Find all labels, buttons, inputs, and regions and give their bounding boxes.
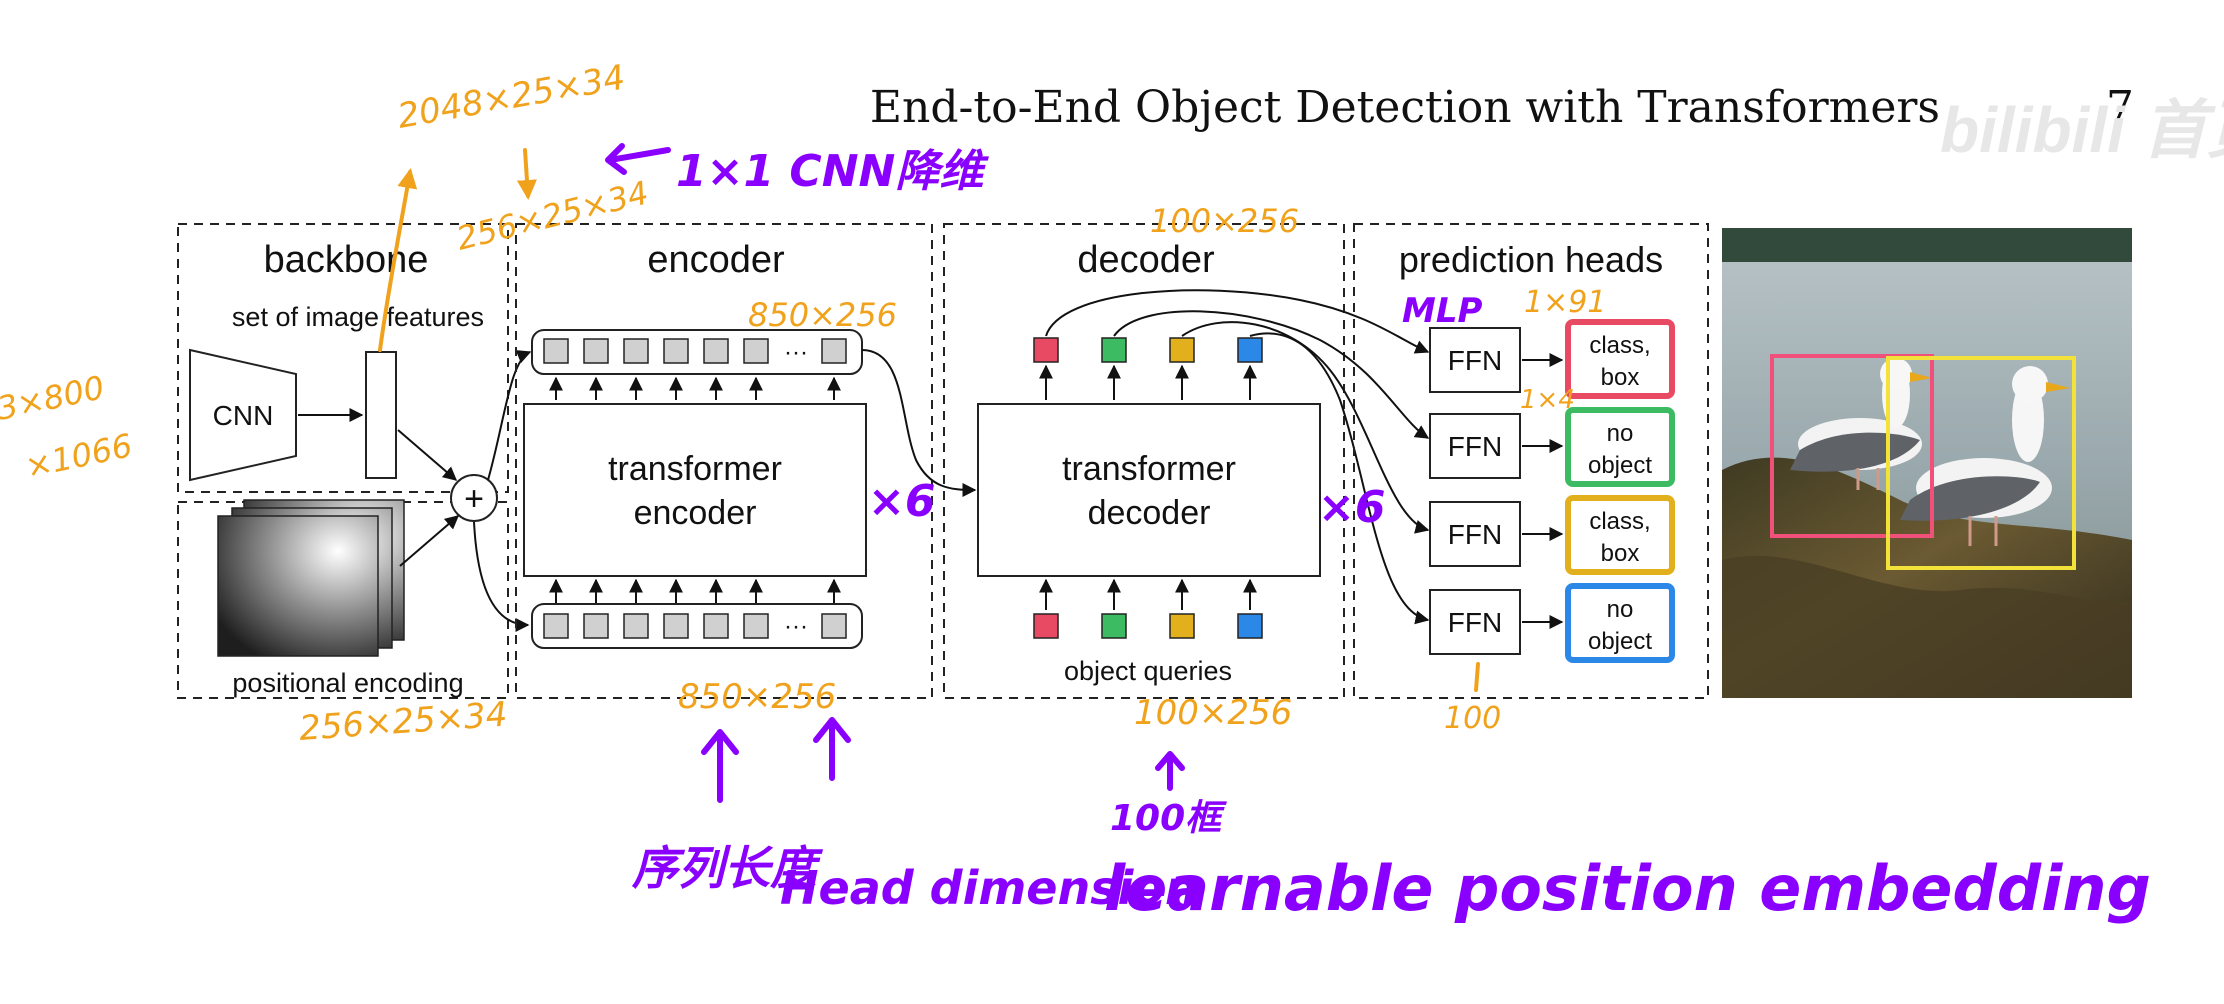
features-label: set of image features — [232, 302, 484, 332]
plus-sign: + — [464, 480, 484, 518]
feature-to-plus-arrow — [397, 429, 458, 481]
seagull-photo — [1722, 228, 2132, 698]
anno-dec-bottom: 100×256 — [1134, 693, 1292, 733]
encoder-top-row — [531, 329, 863, 375]
output-boxes — [1565, 319, 1675, 663]
anno-x6-dec: ×6 — [1318, 482, 1385, 533]
anno-seq-len: 序列长度 — [631, 841, 824, 895]
output-2-line1: no — [1607, 420, 1634, 447]
anno-input-2: ×1066 — [22, 426, 136, 486]
output-4-line1: no — [1607, 596, 1634, 623]
encoder-bottom-ellipsis: ··· — [784, 613, 808, 640]
decoder-arrows — [1039, 364, 1257, 610]
heads-box — [1353, 223, 1709, 699]
ffn-label-2: FFN — [1448, 431, 1502, 462]
plus-to-top-row — [487, 350, 532, 481]
output-4-line2: object — [1588, 628, 1652, 655]
anno-x6-enc: ×6 — [868, 476, 935, 527]
anno-count: 100 — [1444, 701, 1501, 736]
transformer-decoder-block — [977, 403, 1321, 577]
encoder-bottom-tokens — [543, 613, 847, 639]
anno-arrow-hundred — [1155, 751, 1185, 791]
output-1-line1: class, — [1589, 332, 1650, 359]
anno-arrow-seq — [701, 729, 739, 803]
encoder-box — [515, 223, 933, 699]
backbone-box — [177, 223, 509, 493]
decoder-output-tokens — [1033, 337, 1263, 363]
decoder-block-line1: transformer — [1062, 450, 1236, 488]
anno-dec-top: 100×256 — [1150, 202, 1299, 240]
encoder-top-ellipsis: ··· — [784, 339, 808, 366]
anno-pos: 256×25×34 — [298, 695, 509, 749]
pos-layer-1 — [217, 515, 379, 657]
anno-cls: 1×91 — [1524, 285, 1606, 320]
anno-backbone-out: 2048×25×34 — [395, 58, 628, 137]
decoder-box — [943, 223, 1345, 699]
output-3-line1: class, — [1589, 508, 1650, 535]
detection-box-pink — [1770, 354, 1934, 538]
anno-head-dim: Head dimension — [780, 861, 1198, 915]
page-title: End-to-End Object Detection with Transfo… — [870, 82, 1940, 133]
anno-count-tick — [1474, 662, 1480, 692]
plus-to-bottom-row — [473, 521, 530, 632]
transformer-encoder-block — [523, 403, 867, 577]
anno-enc-bottom: 850×256 — [678, 677, 836, 717]
watermark-logo: bilibili 首页 — [1940, 94, 2224, 166]
cnn-shape — [189, 348, 297, 482]
encoder-to-decoder-arrow — [861, 349, 977, 497]
anno-input: 3×800 — [0, 368, 108, 428]
anno-enc-top: 850×256 — [748, 296, 897, 334]
encoder-up-arrows — [549, 376, 841, 604]
decoder-title: decoder — [1077, 239, 1215, 281]
queries-label: object queries — [1064, 656, 1232, 686]
anno-arrow-head — [813, 717, 851, 781]
ffn-label-1: FFN — [1448, 345, 1502, 376]
decoder-block-line2: decoder — [1088, 494, 1211, 532]
ffn-label-3: FFN — [1448, 519, 1502, 550]
detection-box-yellow — [1886, 356, 2076, 570]
anno-arrow-down — [516, 148, 537, 200]
encoder-block-line2: encoder — [634, 494, 757, 532]
ffn-column — [1429, 327, 1521, 655]
output-1-line2: box — [1601, 364, 1640, 391]
output-2-line2: object — [1588, 452, 1652, 479]
anno-arrow-up-from-bar — [378, 168, 418, 352]
decoder-to-ffn-arrows — [1045, 289, 1430, 625]
anno-conv: 1×1 CNN降维 — [676, 146, 989, 197]
backbone-title: backbone — [264, 239, 429, 281]
anno-hundred: 100框 — [1110, 798, 1227, 839]
anno-learnable: learnable position embedding — [1104, 852, 2151, 925]
anno-arrow-left — [605, 143, 671, 175]
pos-to-plus-arrow — [399, 515, 460, 567]
anno-mlp: MLP — [1402, 291, 1482, 331]
ffn-label-4: FFN — [1448, 607, 1502, 638]
ffn-to-output-arrows — [1522, 353, 1564, 629]
plus-node — [450, 474, 498, 522]
encoder-top-tokens — [543, 338, 847, 364]
anno-reduced: 256×25×34 — [453, 173, 653, 257]
page-number: 7 — [2106, 82, 2134, 133]
positional-label: positional encoding — [232, 668, 463, 698]
feature-bar — [365, 351, 397, 479]
cnn-label: CNN — [213, 400, 274, 431]
encoder-bottom-row — [531, 603, 863, 649]
decoder-query-tokens — [1033, 613, 1263, 639]
encoder-block-line1: transformer — [608, 450, 782, 488]
encoder-title: encoder — [647, 239, 785, 281]
output-3-line2: box — [1601, 540, 1640, 567]
heads-title: prediction heads — [1399, 239, 1663, 280]
anno-box: 1×4 — [1520, 385, 1575, 415]
